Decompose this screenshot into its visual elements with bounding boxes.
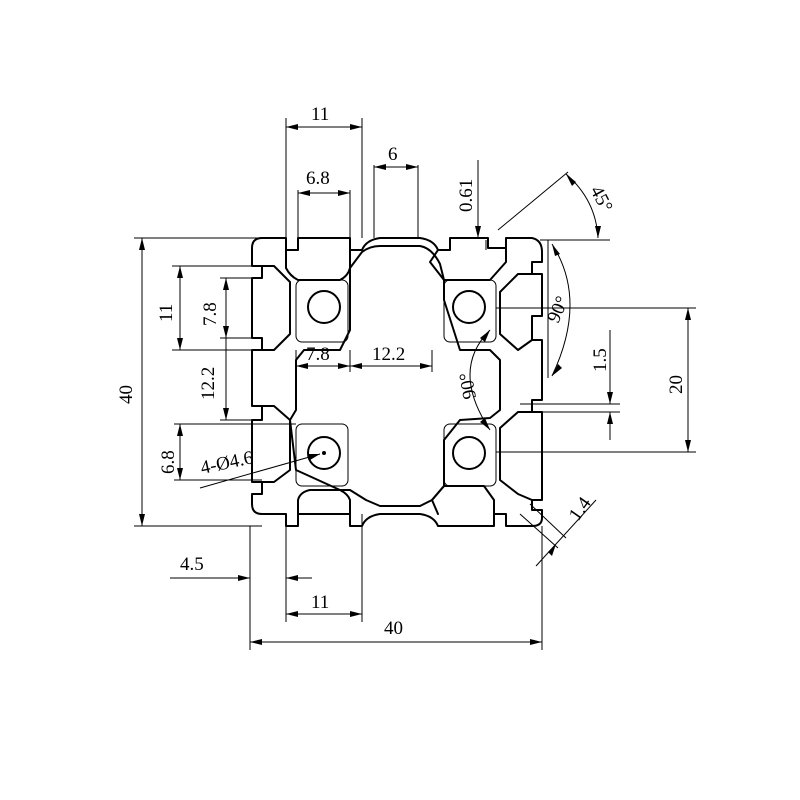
dimension-lines (134, 118, 696, 650)
dimension-labels: 11 6.8 6 0.61 45° 90° 90° 11 7.8 7.8 12.… (116, 104, 687, 639)
dim-hole-callout: 4-Ø4.6 (199, 447, 256, 479)
dim-lower-slot-opening: 6.8 (158, 450, 179, 474)
dim-inner-width-center: 12.2 (372, 344, 405, 365)
dim-center-gap: 6 (388, 144, 398, 165)
dim-inner-width-left: 7.8 (306, 344, 330, 365)
dim-angle-45: 45° (586, 182, 617, 215)
dim-left-slot-width: 11 (156, 304, 177, 322)
dim-edge-offset: 4.5 (180, 554, 204, 575)
profile-outline (251, 237, 543, 527)
hole-bottom-left (307, 436, 341, 470)
hole-bottom-right (452, 436, 486, 470)
dim-web-thickness: 0.61 (456, 179, 477, 212)
hole-top-left (307, 290, 341, 324)
dim-top-slot-opening: 6.8 (306, 168, 330, 189)
dim-left-inner-height: 12.2 (198, 367, 219, 400)
dim-right-lip: 1.5 (590, 348, 611, 372)
dim-left-slot-opening: 7.8 (200, 302, 221, 326)
dim-angle-90-inner: 90° (456, 371, 481, 401)
dim-bottom-slot-width: 11 (311, 592, 329, 613)
dim-top-slot-width: 11 (311, 104, 329, 125)
hole-top-right (452, 290, 486, 324)
dim-half-height: 20 (666, 375, 687, 394)
dim-overall-width: 40 (384, 618, 403, 639)
dim-wall-thickness: 1.4 (565, 493, 596, 525)
dim-overall-height: 40 (116, 385, 137, 404)
